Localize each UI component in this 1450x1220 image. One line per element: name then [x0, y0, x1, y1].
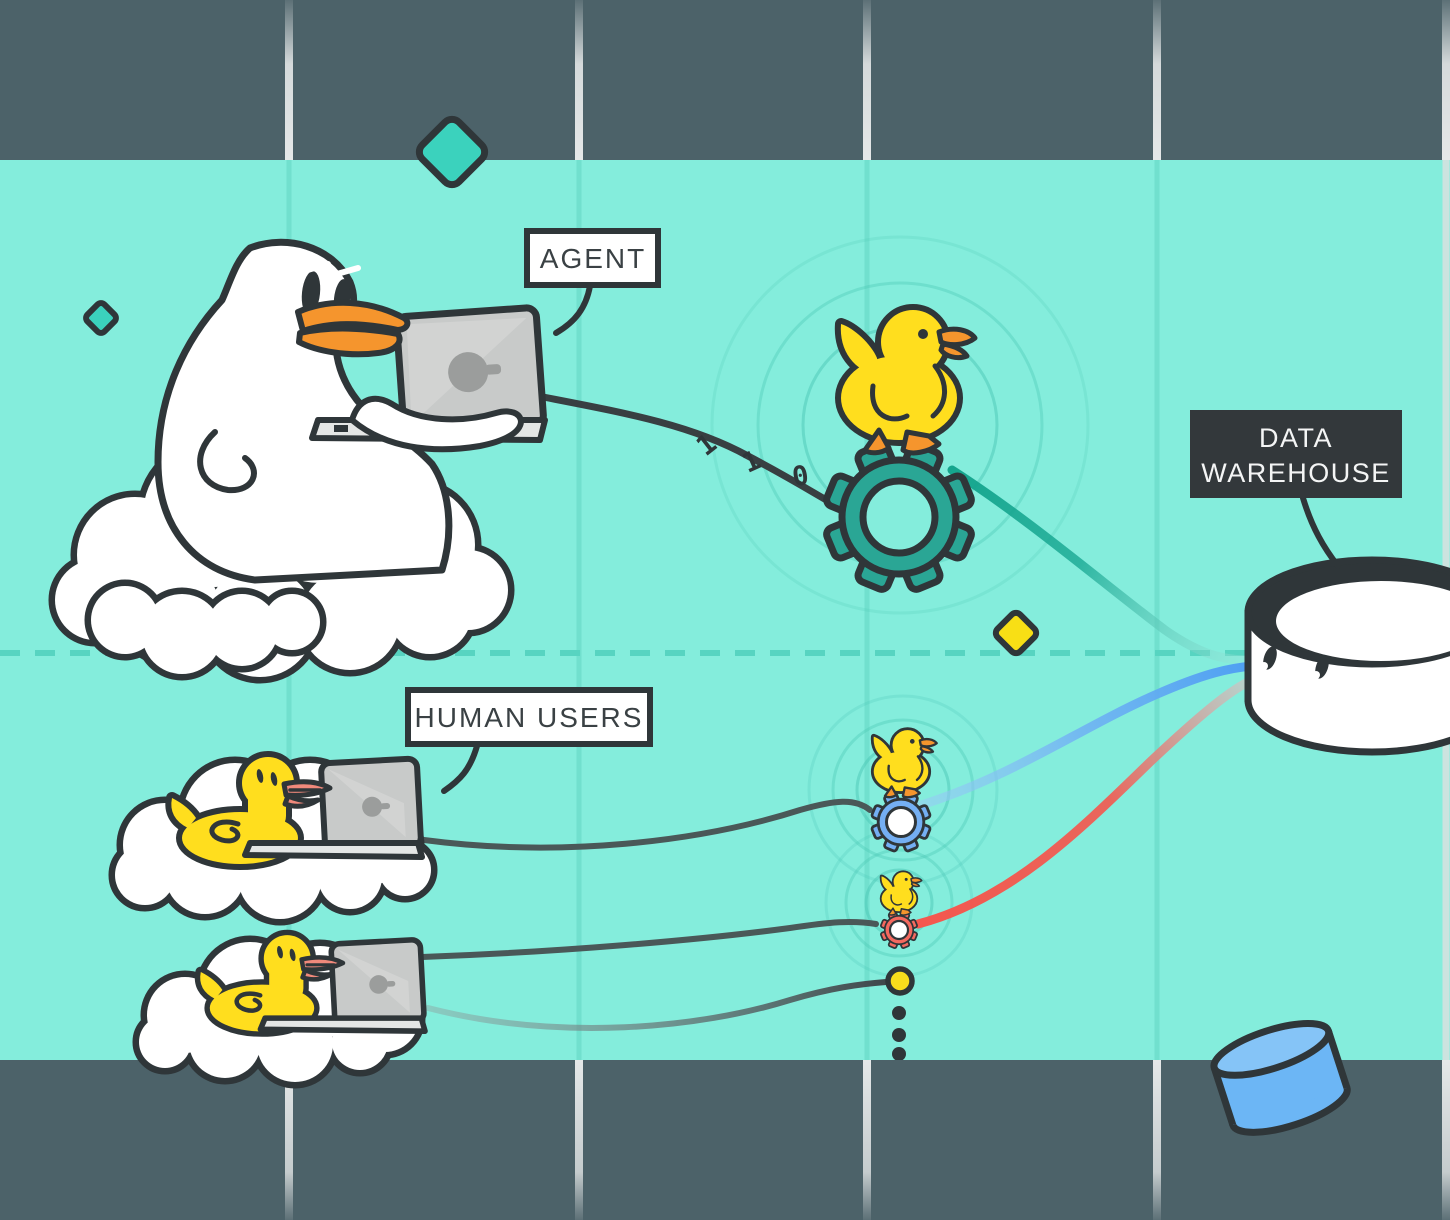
blue-cylinder — [1210, 1019, 1351, 1136]
user2-wire — [419, 918, 879, 960]
agent-data-curve — [947, 465, 1257, 665]
agent-label-connector — [553, 283, 593, 336]
agent-duck-wing-curl — [197, 429, 257, 494]
agent-duck-beak — [295, 299, 411, 358]
data-warehouse-label-line2: WAREHOUSE — [1201, 458, 1391, 488]
gear-teal-hole — [859, 477, 939, 557]
human-users-label-connector — [441, 743, 480, 794]
user1-wire — [421, 798, 873, 851]
agent-label-box — [524, 228, 661, 288]
human-users-label-box — [405, 687, 653, 747]
binary-digit-3: 0 — [790, 460, 811, 493]
warehouse-eyes — [1260, 646, 1329, 679]
user2-data-curve — [913, 675, 1257, 929]
data-warehouse-label-connector — [1300, 495, 1341, 569]
agent-cloud-puff — [84, 579, 327, 681]
yellow-diamond — [992, 609, 1040, 657]
gear-blue-hole — [885, 806, 917, 838]
agent-duck-arm — [349, 395, 524, 453]
lane-lines-top — [285, 0, 1450, 160]
lane-lines-bottom — [285, 1060, 1450, 1220]
data-warehouse-label-line1: DATA — [1259, 423, 1333, 453]
pending-dot — [885, 966, 915, 996]
agent-label-text: AGENT — [540, 243, 646, 274]
pending-dot-trail — [892, 1006, 906, 1061]
agent-label: AGENT — [524, 228, 661, 336]
agent-laptop-screen — [393, 304, 547, 438]
user1-data-curve — [913, 661, 1257, 811]
gear-red-hole — [888, 919, 910, 941]
pending-wire — [425, 979, 889, 1031]
top-band — [0, 0, 1450, 160]
laptop-logo-duck-icon — [448, 352, 502, 393]
bottom-band — [0, 1060, 1450, 1220]
teal-diamond-small — [83, 300, 119, 336]
data-warehouse-label: DATA WAREHOUSE — [1190, 410, 1402, 569]
data-warehouse-cylinder — [1244, 556, 1450, 756]
data-warehouse-label-box — [1190, 410, 1402, 498]
human-users-label-text: HUMAN USERS — [415, 702, 644, 733]
agent-wire — [534, 392, 839, 509]
human-users-label: HUMAN USERS — [405, 687, 653, 794]
teal-diamond-large — [415, 115, 489, 189]
